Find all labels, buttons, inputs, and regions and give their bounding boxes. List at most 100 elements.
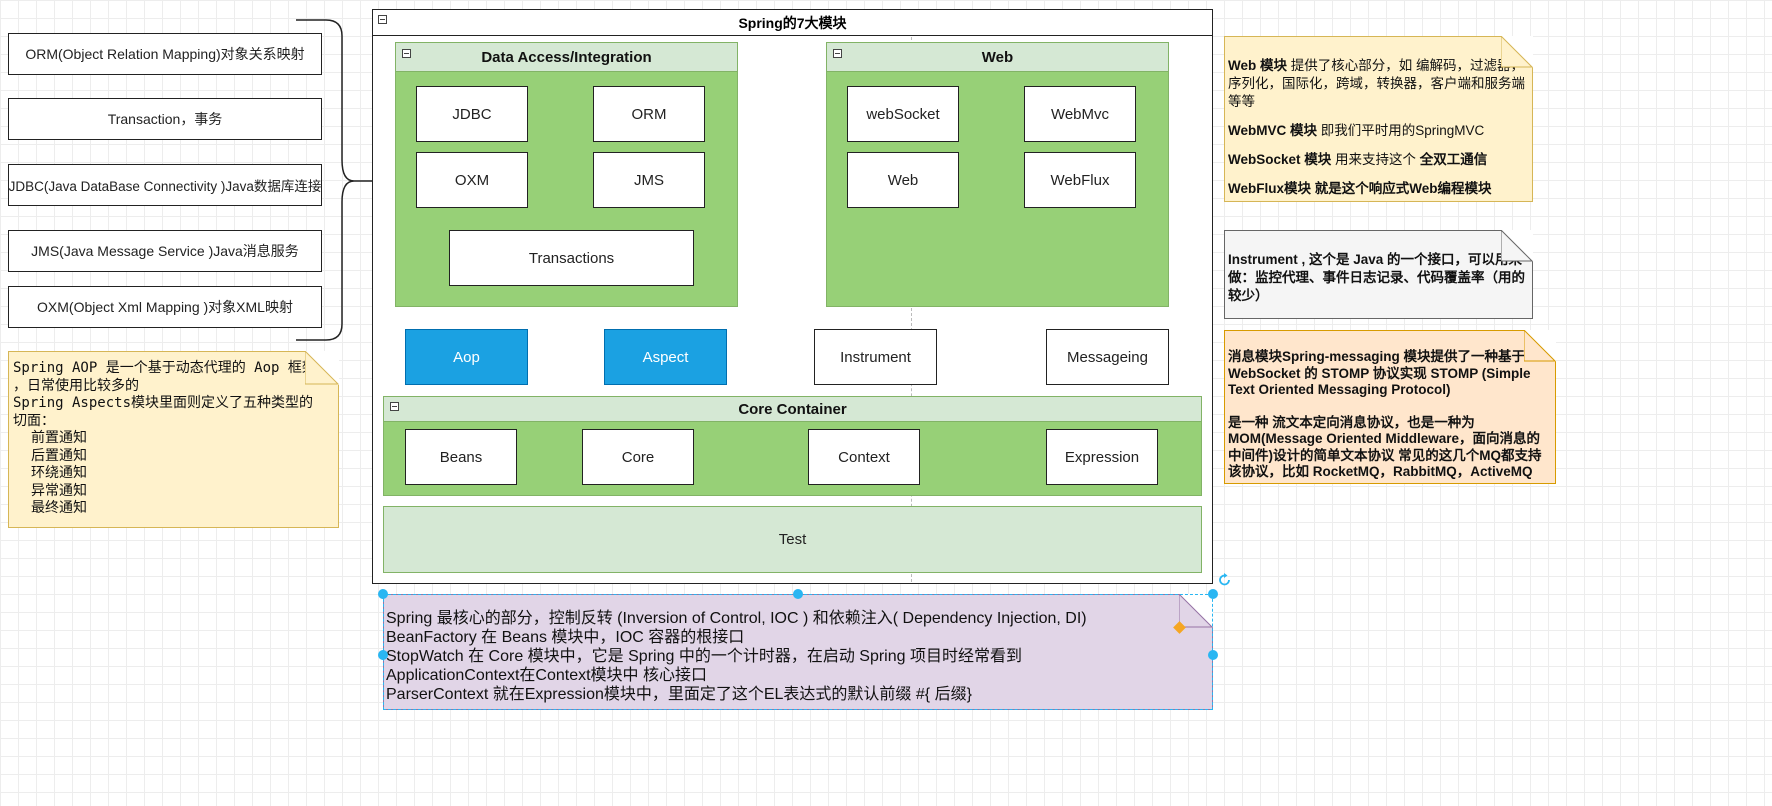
web-note-bold: Web 模块	[1228, 58, 1288, 73]
module-label: JMS	[634, 171, 664, 189]
advice-item: 异常通知	[31, 482, 87, 499]
left-item-transaction[interactable]: Transaction，事务	[8, 98, 322, 140]
core-note-line: Spring 最核心的部分，控制反转 (Inversion of Control…	[386, 610, 1087, 627]
advice-item: 环绕通知	[31, 465, 87, 481]
left-item-label: ORM(Object Relation Mapping)对象关系映射	[25, 46, 305, 62]
core-note-line: BeanFactory 在 Beans 模块中，IOC 容器的根接口	[386, 629, 745, 646]
resize-handle[interactable]	[1208, 650, 1218, 660]
aop-note-line: ，日常使用比较多的	[13, 377, 139, 394]
web-note-bold: 全双工通信	[1419, 152, 1488, 167]
web-note-text: 用来支持这个	[1331, 152, 1420, 167]
module-instrument[interactable]: Instrument	[814, 329, 937, 385]
group-title: Data Access/Integration	[481, 48, 652, 66]
note-fold-icon	[1501, 230, 1533, 262]
module-label: Core	[621, 448, 655, 466]
spring-title-bar: Spring的7大模块	[373, 10, 1212, 36]
module-expression[interactable]: Expression	[1046, 429, 1158, 485]
module-context[interactable]: Context	[808, 429, 920, 485]
advice-item: 前置通知	[31, 430, 87, 446]
module-label: Beans	[439, 448, 483, 466]
module-label: WebFlux	[1050, 171, 1110, 189]
messaging-note[interactable]: 消息模块Spring-messaging 模块提供了一种基于WebSocket …	[1224, 330, 1556, 484]
module-webflux[interactable]: WebFlux	[1024, 152, 1136, 208]
data-access-header: Data Access/Integration	[396, 43, 737, 72]
web-note[interactable]: Web 模块 提供了核心部分，如 编解码，过滤器，序列化，国际化，跨域，转换器，…	[1224, 36, 1533, 202]
aop-note[interactable]: Spring AOP 是一个基于动态代理的 Aop 框架 ，日常使用比较多的 S…	[8, 351, 339, 528]
module-jdbc[interactable]: JDBC	[416, 86, 528, 142]
module-orm[interactable]: ORM	[593, 86, 705, 142]
module-label: Aop	[453, 348, 480, 366]
collapse-icon[interactable]	[402, 49, 411, 58]
left-item-label: Transaction，事务	[107, 111, 223, 127]
left-item-label: JDBC(Java DataBase Connectivity )Java数据库…	[8, 179, 322, 194]
module-aspect[interactable]: Aspect	[604, 329, 727, 385]
module-label: Web	[887, 171, 919, 189]
messaging-note-text: 是一种 流文本定向消息协议，也是一种为MOM(Message Oriented …	[1228, 414, 1542, 480]
module-label: Instrument	[840, 348, 911, 366]
note-fold-icon	[1501, 36, 1533, 68]
left-item-label: OXM(Object Xml Mapping )对象XML映射	[37, 299, 293, 315]
resize-handle[interactable]	[1208, 589, 1218, 599]
module-jms[interactable]: JMS	[593, 152, 705, 208]
module-label: Context	[838, 448, 890, 466]
module-beans[interactable]: Beans	[405, 429, 517, 485]
core-note[interactable]: Spring 最核心的部分，控制反转 (Inversion of Control…	[383, 594, 1213, 710]
module-label: OXM	[454, 171, 490, 189]
module-websocket[interactable]: webSocket	[847, 86, 959, 142]
web-note-bold: WebFlux模块 就是这个响应式Web编程模块	[1228, 181, 1492, 196]
module-aop[interactable]: Aop	[405, 329, 528, 385]
rotate-icon[interactable]	[1218, 573, 1232, 587]
resize-handle[interactable]	[793, 589, 803, 599]
web-header: Web	[827, 43, 1168, 72]
collapse-icon[interactable]	[833, 49, 842, 58]
module-oxm[interactable]: OXM	[416, 152, 528, 208]
left-item-orm[interactable]: ORM(Object Relation Mapping)对象关系映射	[8, 33, 322, 75]
resize-handle[interactable]	[378, 650, 388, 660]
core-note-line: ApplicationContext在Context模块中 核心接口	[386, 667, 708, 684]
messaging-note-text: 消息模块Spring-messaging 模块提供了一种基于WebSocket …	[1228, 349, 1531, 397]
spring-title: Spring的7大模块	[738, 14, 847, 31]
advice-item: 后置通知	[31, 447, 87, 464]
note-fold-icon	[305, 351, 339, 385]
module-label: ORM	[631, 105, 667, 123]
core-note-line: ParserContext 就在Expression模块中，里面定了这个EL表达…	[386, 686, 972, 703]
web-note-bold: WebSocket 模块	[1228, 152, 1332, 167]
core-container-header: Core Container	[384, 397, 1201, 422]
aop-note-line: 切面：	[13, 412, 55, 429]
left-item-oxm[interactable]: OXM(Object Xml Mapping )对象XML映射	[8, 286, 322, 328]
module-label: JDBC	[452, 105, 492, 123]
module-messaging[interactable]: Messageing	[1046, 329, 1169, 385]
web-note-text: 即我们平时用的SpringMVC	[1317, 123, 1485, 138]
aop-note-line: Spring Aspects模块里面则定义了五种类型的	[13, 395, 314, 411]
module-core[interactable]: Core	[582, 429, 694, 485]
core-container-group[interactable]: Core Container	[383, 396, 1202, 496]
resize-handle[interactable]	[378, 589, 388, 599]
collapse-icon[interactable]	[378, 15, 387, 24]
module-label: Transactions	[528, 249, 615, 267]
web-note-text: 提供了核心部分，如 编解码，过滤器，序列化，国际化，跨域，转换器，客户端和服务端…	[1228, 58, 1525, 109]
left-item-jms[interactable]: JMS(Java Message Service )Java消息服务	[8, 230, 322, 272]
advice-item: 最终通知	[31, 500, 87, 516]
guide-line	[911, 37, 912, 582]
module-label: Expression	[1064, 448, 1140, 466]
instrument-note-text: Instrument , 这个是 Java 的一个接口，可以用来做：监控代理、事…	[1228, 252, 1525, 303]
module-label: WebMvc	[1050, 105, 1110, 123]
module-transactions[interactable]: Transactions	[449, 230, 694, 286]
module-test[interactable]: Test	[383, 506, 1202, 573]
collapse-icon[interactable]	[390, 402, 399, 411]
note-fold-icon	[1179, 594, 1213, 628]
core-note-line: StopWatch 在 Core 模块中，它是 Spring 中的一个计时器，在…	[386, 648, 1022, 665]
note-fold-icon	[1524, 330, 1556, 362]
module-label: Aspect	[642, 348, 689, 366]
module-label: webSocket	[866, 105, 940, 123]
group-title: Core Container	[738, 400, 847, 418]
module-webmvc[interactable]: WebMvc	[1024, 86, 1136, 142]
left-item-jdbc[interactable]: JDBC(Java DataBase Connectivity )Java数据库…	[8, 164, 322, 206]
module-label: Messageing	[1067, 348, 1148, 366]
aop-note-line: Spring AOP 是一个基于动态代理的 Aop 框架	[13, 360, 316, 376]
left-item-label: JMS(Java Message Service )Java消息服务	[31, 243, 299, 259]
web-note-bold: WebMVC 模块	[1228, 123, 1318, 138]
module-web[interactable]: Web	[847, 152, 959, 208]
module-label: Test	[778, 531, 807, 548]
instrument-note[interactable]: Instrument , 这个是 Java 的一个接口，可以用来做：监控代理、事…	[1224, 230, 1533, 319]
